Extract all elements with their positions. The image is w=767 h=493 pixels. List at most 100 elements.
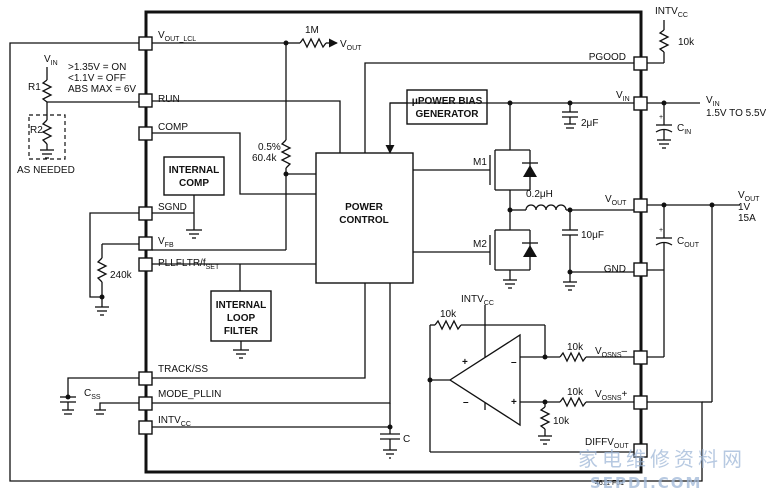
opamp-minus-sign-bottom: –	[463, 397, 469, 408]
cout-label: C	[677, 236, 684, 247]
opamp-plus-sign: +	[462, 357, 468, 368]
power-control-line-2: CONTROL	[339, 215, 388, 226]
vin-rail-label: V	[706, 95, 713, 106]
pin-label-intvcc: INTV	[158, 415, 181, 426]
pin-mode-pllin	[138, 396, 153, 411]
r-1m-label: 1M	[305, 25, 319, 36]
svg-text:VIN: VIN	[706, 95, 720, 108]
svg-text:INTVCC: INTVCC	[461, 294, 494, 307]
pin-diffvout	[633, 443, 648, 458]
intvcc-top-label: INTV	[655, 6, 678, 17]
m2-label: M2	[473, 239, 487, 250]
svg-text:VIN: VIN	[616, 90, 630, 103]
pin-vout-lcl	[138, 36, 153, 51]
pin-comp	[138, 126, 153, 141]
r-divider-tol: 0.5%	[258, 142, 281, 153]
r-vosns-plus-10k-label: 10k	[567, 387, 584, 398]
opamp-plus-sign-bottom: +	[511, 397, 517, 408]
junction-dots	[65, 40, 715, 430]
pin-label-diffvout: DIFFV	[585, 437, 614, 448]
bias-generator-line-1: μPOWER BIAS	[412, 96, 483, 107]
inductor-label: 0.2μH	[526, 189, 553, 200]
svg-text:+: +	[659, 114, 663, 121]
svg-text:DIFFVOUT: DIFFVOUT	[585, 437, 629, 450]
svg-text:VOUT: VOUT	[340, 39, 362, 52]
pin-run	[138, 93, 153, 108]
css-label: C	[84, 388, 91, 399]
pin-label-pgood: PGOOD	[589, 52, 626, 63]
internal-loop-filter-block: INTERNAL LOOP FILTER	[210, 290, 272, 342]
pin-track-ss	[138, 371, 153, 386]
r-gnd-10k-label: 10k	[553, 416, 570, 427]
r2-label: R2	[30, 125, 43, 136]
r-240k-label: 240k	[110, 270, 133, 281]
svg-text:VFB: VFB	[158, 236, 174, 249]
loop-filter-line-3: FILTER	[224, 326, 259, 337]
pin-gnd	[633, 262, 648, 277]
as-needed-label: AS NEEDED	[17, 165, 75, 176]
svg-text:+: +	[659, 227, 663, 234]
external-left-network	[9, 42, 703, 482]
vout-lcl-net-label: V	[340, 39, 347, 50]
pin-vosns-minus	[633, 350, 648, 365]
pin-label-vosns-minus: V	[595, 346, 602, 357]
pin-label-vout: V	[605, 194, 612, 205]
internal-comp-block: INTERNAL COMP	[163, 156, 225, 196]
figure-code: 4611 F01	[595, 480, 624, 487]
bias-generator-block: μPOWER BIAS GENERATOR	[406, 89, 488, 125]
internal-comp-line-1: INTERNAL	[169, 165, 220, 176]
vout-rail-current: 15A	[738, 213, 756, 224]
vin-rail-range: 1.5V TO 5.5V	[706, 108, 767, 119]
cap-c-label: C	[403, 434, 410, 445]
svg-text:CIN: CIN	[677, 123, 691, 136]
power-control-line-1: POWER	[345, 202, 384, 213]
pin-label-mode-pllin: MODE_PLLIN	[158, 389, 221, 400]
svg-text:VOUT: VOUT	[605, 194, 627, 207]
loop-filter-line-1: INTERNAL	[216, 300, 267, 311]
loop-filter-line-2: LOOP	[227, 313, 256, 324]
vout-rail-label: V	[738, 190, 745, 201]
pin-pgood	[633, 56, 648, 71]
pin-pllfltr	[138, 257, 153, 272]
cap-10uf-label: 10μF	[581, 230, 604, 241]
r-feedback-10k-label: 10k	[440, 309, 457, 320]
svg-text:CSS: CSS	[84, 388, 101, 401]
pin-label-track-ss: TRACK/SS	[158, 364, 208, 375]
cap-2uf-label: 2μF	[581, 118, 598, 129]
r-vosns-minus-10k-label: 10k	[567, 342, 584, 353]
r-divider-value: 60.4k	[252, 153, 277, 164]
pin-vin	[633, 96, 648, 111]
svg-text:VOUT: VOUT	[738, 190, 760, 203]
run-note-line-2: <1.1V = OFF	[68, 73, 126, 84]
r1-label: R1	[28, 82, 41, 93]
svg-text:VOSNS+: VOSNS+	[595, 389, 628, 402]
pin-vosns-plus	[633, 395, 648, 410]
svg-text:VOUT_LCL: VOUT_LCL	[158, 30, 196, 43]
internal-wiring	[152, 37, 634, 459]
pin-label-sgnd: SGND	[158, 202, 187, 213]
m1-label: M1	[473, 157, 487, 168]
run-note-line-1: >1.35V = ON	[68, 62, 126, 73]
svg-text:INTVCC: INTVCC	[655, 6, 688, 19]
opamp-supply-label: INTV	[461, 294, 484, 305]
pin-label-vosns-plus: V	[595, 389, 602, 400]
run-note-line-3: ABS MAX = 6V	[68, 84, 136, 95]
power-control-block: POWER CONTROL	[315, 152, 414, 284]
watermark-url: SEPDI.COM	[590, 474, 702, 492]
left-pins	[138, 36, 153, 435]
vout-rail-value: 1V	[738, 202, 751, 213]
pin-vfb	[138, 236, 153, 251]
r-pgood-label: 10k	[678, 37, 695, 48]
pin-sgnd	[138, 206, 153, 221]
pin-label-run: RUN	[158, 94, 180, 105]
pin-label-comp: COMP	[158, 122, 188, 133]
watermark-text: 家电维修资料网	[578, 447, 746, 471]
pin-label-vfb: V	[158, 236, 165, 247]
pin-intvcc	[138, 420, 153, 435]
pin-label-gnd: GND	[604, 264, 626, 275]
pin-label-vin: V	[616, 90, 623, 101]
svg-text:COUT: COUT	[677, 236, 700, 249]
svg-text:VOSNS–: VOSNS–	[595, 346, 628, 359]
bias-generator-line-2: GENERATOR	[416, 109, 480, 120]
